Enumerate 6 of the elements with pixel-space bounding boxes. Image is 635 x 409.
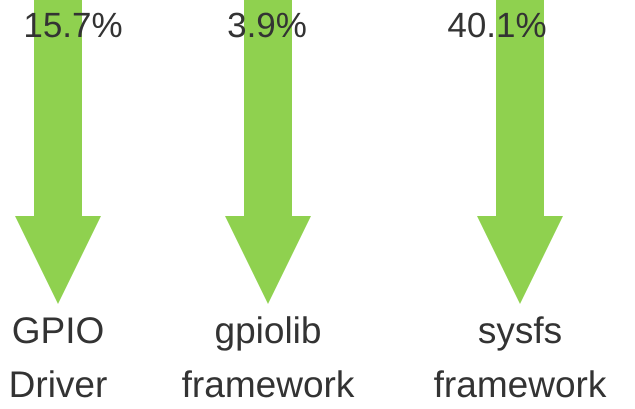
node-label: GPIO Driver: [0, 304, 133, 409]
node-label: sysfs framework: [405, 304, 635, 409]
arrow: [225, 0, 311, 304]
arrow: [477, 0, 563, 304]
arrow: [15, 0, 101, 304]
node-label: gpiolib framework: [153, 304, 383, 409]
